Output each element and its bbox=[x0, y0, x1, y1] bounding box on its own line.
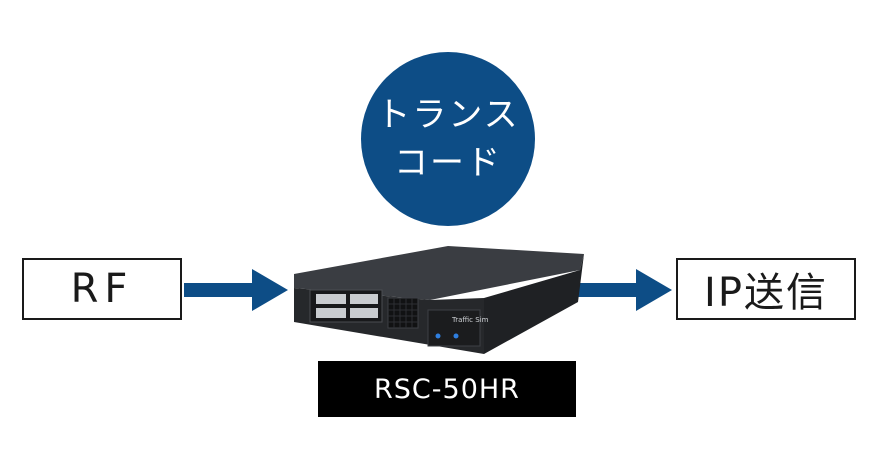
vent-pattern bbox=[388, 298, 418, 328]
transcode-label: トランス コード bbox=[376, 95, 520, 183]
output-arrow bbox=[552, 269, 672, 311]
rf-input-box: RF bbox=[22, 258, 182, 320]
control-panel bbox=[427, 309, 481, 347]
status-led-2 bbox=[453, 333, 459, 339]
status-led-1 bbox=[435, 333, 441, 339]
ip-label: IP送信 bbox=[704, 270, 828, 316]
device-top bbox=[294, 246, 584, 300]
device-side bbox=[484, 254, 584, 354]
input-arrow-shape bbox=[184, 269, 288, 311]
model-label-text: RSC-50HR bbox=[374, 373, 520, 405]
drive-bay-2 bbox=[316, 308, 346, 318]
model-label: RSC-50HR bbox=[318, 361, 576, 417]
rsc-device-image: Traffic Sim bbox=[294, 246, 584, 354]
device-panel-text: Traffic Sim bbox=[451, 316, 489, 324]
drive-bay-3 bbox=[350, 294, 378, 304]
vent-grille bbox=[387, 297, 419, 329]
drive-bay-1 bbox=[316, 294, 346, 304]
input-arrow bbox=[184, 269, 288, 311]
output-arrow-shape bbox=[552, 269, 672, 311]
ip-output-box: IP送信 bbox=[676, 258, 856, 320]
drive-bay-4 bbox=[350, 308, 378, 318]
transcode-circle: トランス コード bbox=[361, 52, 535, 226]
rf-label: RF bbox=[70, 266, 134, 312]
